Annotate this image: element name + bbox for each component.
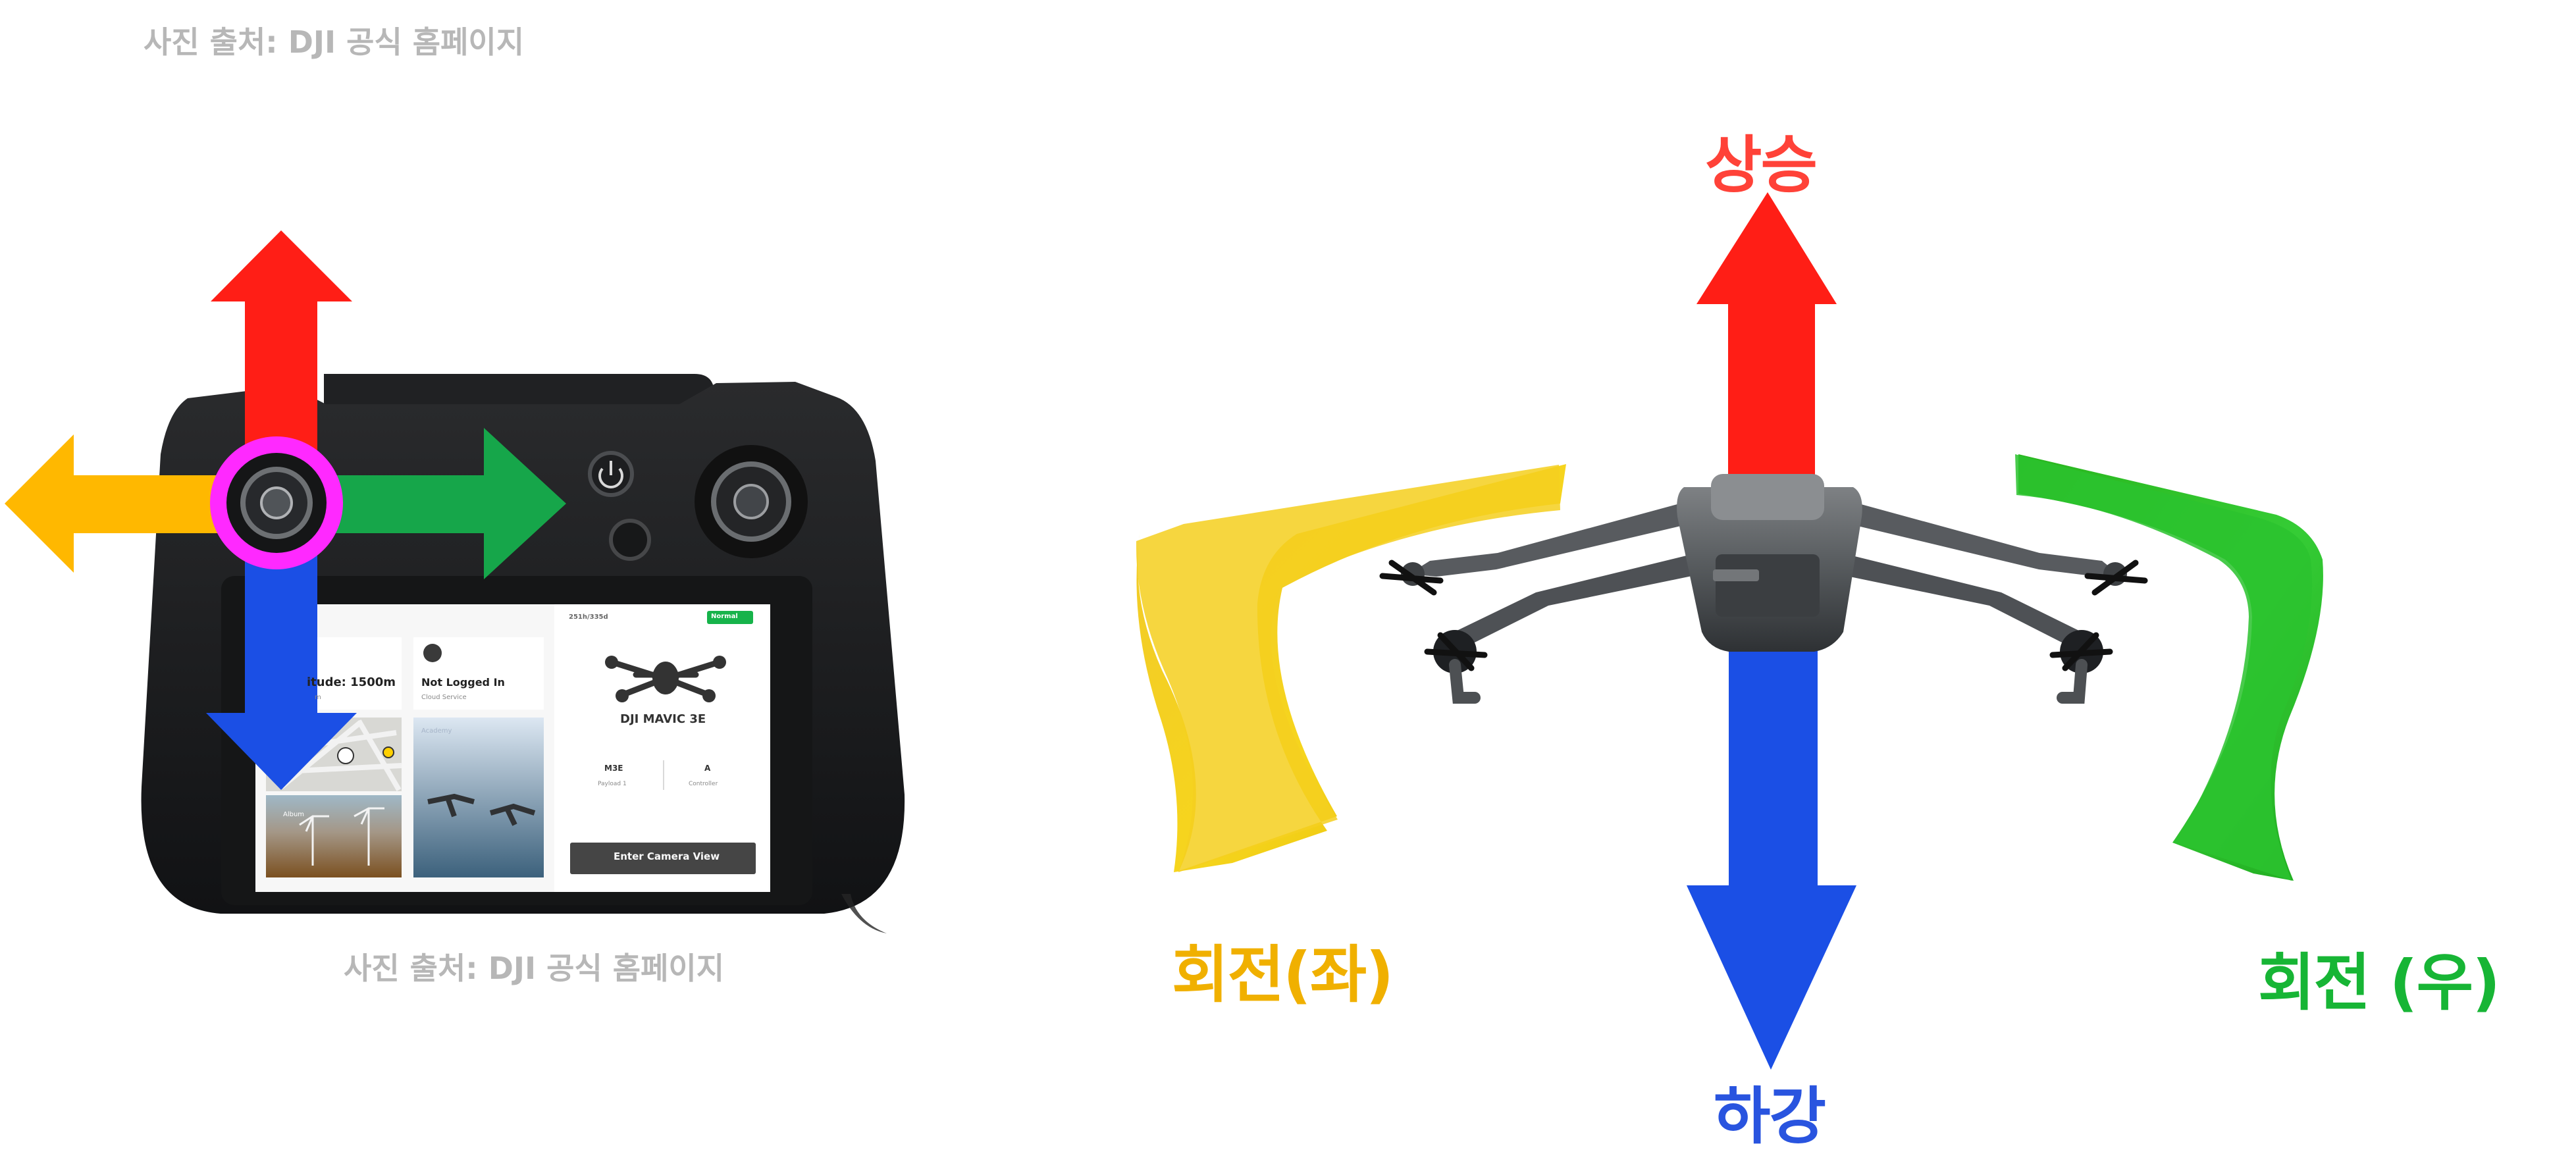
drone-top-camera-housing xyxy=(1711,474,1824,520)
descent-label: 하강 xyxy=(1714,1081,1826,1153)
left-stick-left-arrow xyxy=(5,434,283,573)
academy-label: Academy xyxy=(421,727,452,735)
ascent-arrow xyxy=(1696,192,1837,517)
payload-value: M3E xyxy=(604,764,623,773)
wind-turbines xyxy=(299,807,384,866)
drone-right-propeller xyxy=(2049,560,2148,671)
cloud-service-icon xyxy=(423,644,442,662)
photo-source-caption-top: 사진 출처: DJI 공식 홈페이지 xyxy=(144,24,525,60)
descent-arrow xyxy=(1687,612,1856,1070)
storage-status: 251h/335d xyxy=(569,614,608,621)
academy-drones xyxy=(427,793,536,826)
drone-left-propeller xyxy=(1379,560,1488,671)
payload-label: Payload 1 xyxy=(598,781,627,787)
power-icon-stroke xyxy=(598,461,623,488)
controller-value: A xyxy=(704,764,711,773)
controller-shadow-drip xyxy=(841,894,887,933)
cloud-service-label: Cloud Service xyxy=(421,694,467,701)
rotate-right-label: 회전 (우) xyxy=(2258,947,2500,1019)
left-stick-down-arrow xyxy=(206,487,357,790)
enter-camera-view-button[interactable] xyxy=(570,843,756,874)
map-marker xyxy=(337,747,354,764)
map-yellow-marker xyxy=(382,746,394,758)
login-status: Not Logged In xyxy=(421,676,505,689)
drone-front-logo-strip xyxy=(1713,569,1759,581)
rotate-left-label: 회전(좌) xyxy=(1172,939,1394,1011)
left-stick-up-arrow xyxy=(211,230,352,494)
joystick-cap xyxy=(260,486,293,519)
normal-status-badge xyxy=(707,611,753,624)
ascent-label: 상승 xyxy=(1705,130,1818,201)
album-label: Album xyxy=(283,811,305,818)
mode-status: Normal xyxy=(711,613,738,620)
drone-front-module xyxy=(1716,554,1820,617)
drone-right-arm-upper xyxy=(1847,500,2118,577)
drone-model-name: DJI MAVIC 3E xyxy=(620,712,706,726)
remote-controller-icon xyxy=(141,374,905,933)
photo-source-caption-bottom: 사진 출처: DJI 공식 홈페이지 xyxy=(344,951,725,986)
rotation-right-band-face xyxy=(2015,454,2313,881)
drone-left-arm-upper xyxy=(1409,500,1692,577)
map-roads xyxy=(269,719,402,792)
drone-icon xyxy=(1379,474,2148,704)
drone-left-leg xyxy=(1449,659,1481,704)
small-round-button xyxy=(609,519,651,561)
enter-camera-view-label[interactable]: Enter Camera View xyxy=(614,850,720,862)
drone-right-arm-lower xyxy=(1847,554,2085,649)
altitude-unit: m xyxy=(315,694,321,701)
rotation-left-band-face xyxy=(1136,465,1560,872)
left-stick-right-arrow xyxy=(283,428,566,579)
academy-tile xyxy=(413,718,544,877)
drone-right-leg xyxy=(2057,659,2088,704)
drone-icon xyxy=(605,656,726,702)
right-control-stick-cap xyxy=(733,484,769,519)
altitude-value: itude: 1500m xyxy=(307,675,396,689)
controller-label: Controller xyxy=(689,781,718,787)
drone-left-arm-lower xyxy=(1452,554,1692,649)
